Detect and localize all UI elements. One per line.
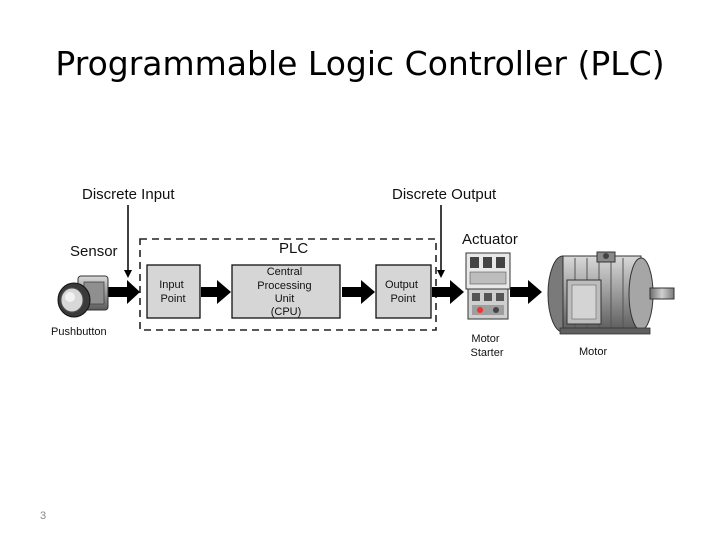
plc-boundary [139, 238, 437, 331]
cpu-block [231, 264, 341, 319]
input-point-block [146, 264, 201, 319]
actuator-label: Actuator [462, 231, 518, 248]
cpu-text: Central Processing Unit (CPU) [257, 266, 314, 318]
slide-title: Programmable Logic Controller (PLC) [55, 44, 665, 83]
flow-arrow-starter-to-motor [510, 280, 542, 304]
motor-starter-illustration [465, 252, 511, 320]
pushbutton-label: Pushbutton [51, 326, 107, 338]
flow-arrow-cpu-to-output [342, 280, 375, 304]
sensor-label: Sensor [70, 243, 118, 260]
output-point-text: Output Point [385, 279, 421, 305]
page-number: 3 [40, 510, 47, 522]
motor-illustration [547, 251, 675, 335]
output-point-block [375, 264, 432, 319]
input-point-text: Input Point [159, 279, 187, 305]
flow-arrow-input-to-cpu [201, 280, 231, 304]
plc-label: PLC [279, 240, 308, 257]
discrete-output-label: Discrete Output [392, 186, 497, 203]
flow-arrow-sensor-to-input [108, 280, 140, 304]
motor-starter-label: Motor Starter [470, 333, 503, 359]
motor-label: Motor [579, 346, 607, 358]
discrete-input-label: Discrete Input [82, 186, 175, 203]
pushbutton-illustration [57, 275, 109, 318]
flow-arrow-output-to-starter [432, 280, 464, 304]
